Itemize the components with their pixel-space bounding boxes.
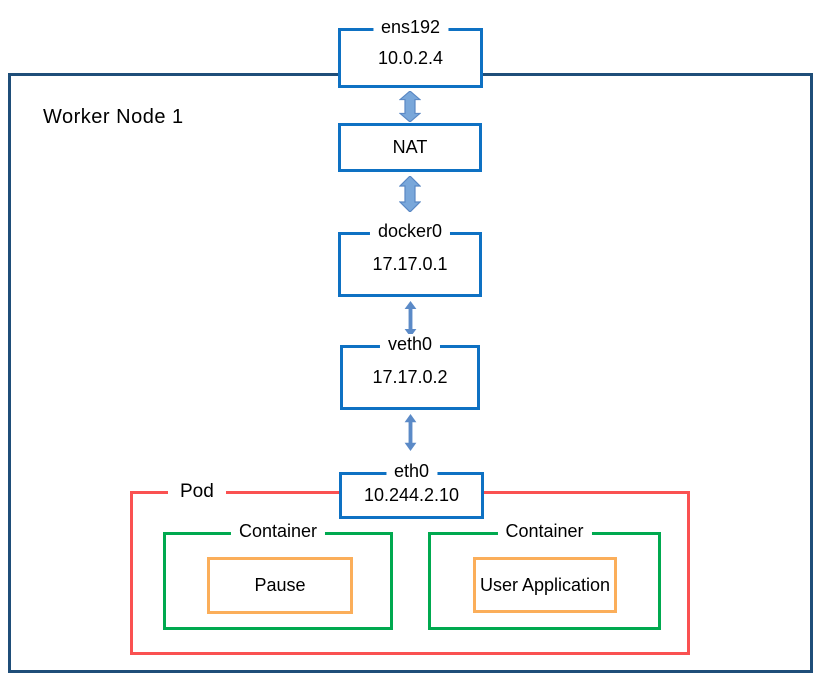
veth0-ip: 17.17.0.2 — [372, 367, 448, 387]
ens192-ip: 10.0.2.4 — [377, 47, 444, 68]
nat-box: NAT — [338, 123, 482, 172]
double-arrow-veth0-eth0 — [403, 414, 418, 451]
ens192-label: ens192 — [372, 17, 449, 37]
eth0-label: eth0 — [385, 461, 438, 481]
nat-label: NAT — [392, 137, 428, 157]
worker-node-label: Worker Node 1 — [43, 106, 184, 128]
pause-label: Pause — [254, 575, 306, 595]
docker0-box: docker0 17.17.0.1 — [338, 221, 482, 297]
container-2-label: Container — [497, 521, 592, 541]
veth0-label: veth0 — [379, 334, 441, 354]
double-arrow-ens192-nat — [399, 91, 421, 122]
user-application-box: User Application — [473, 557, 617, 613]
user-application-label: User Application — [479, 574, 611, 595]
docker0-label: docker0 — [369, 221, 451, 241]
double-arrow-nat-docker0 — [399, 176, 421, 212]
double-arrow-docker0-veth0 — [403, 301, 418, 337]
pod-label: Pod — [168, 481, 226, 503]
eth0-box: eth0 10.244.2.10 — [339, 461, 484, 519]
pause-box: Pause — [207, 557, 353, 614]
container-box-pause: Container — [163, 521, 393, 630]
veth0-box: veth0 17.17.0.2 — [340, 334, 480, 410]
container-box-user-application: Container — [428, 521, 661, 630]
eth0-ip: 10.244.2.10 — [363, 485, 460, 505]
docker0-ip: 17.17.0.1 — [372, 254, 448, 274]
ens192-box: ens192 10.0.2.4 — [338, 17, 483, 88]
container-1-label: Container — [230, 521, 326, 541]
